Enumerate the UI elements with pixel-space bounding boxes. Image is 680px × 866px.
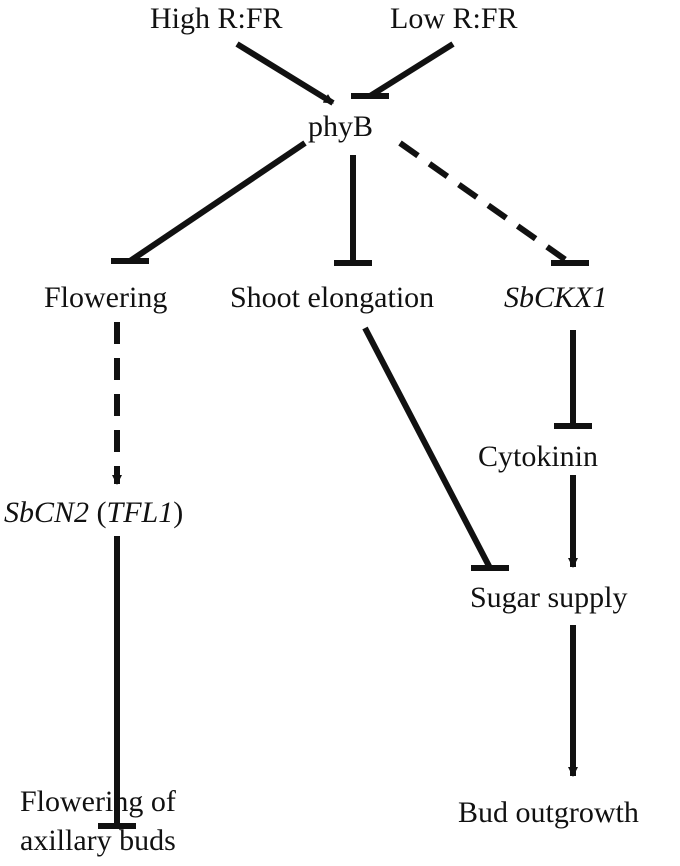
node-sugar-supply: Sugar supply: [470, 581, 628, 614]
edge-shoot-elongation-to-sugar-supply: [362, 326, 493, 570]
node-flowering: Flowering: [44, 281, 168, 314]
node-sbckx1: SbCKX1: [504, 281, 608, 314]
tfl1-text: TFL1: [106, 496, 174, 529]
node-flowering-axillary-line2: axillary buds: [20, 824, 176, 857]
paren-close: ): [173, 496, 184, 529]
node-high-rfr: High R:FR: [150, 2, 283, 35]
sbcn2-text: SbCN2: [4, 496, 90, 529]
edge-phyb-to-flowering: [128, 140, 307, 264]
edge-low-rfr-to-phyb: [368, 41, 455, 99]
node-phyb: phyB: [308, 110, 374, 143]
node-shoot-elongation: Shoot elongation: [230, 281, 435, 314]
node-cytokinin: Cytokinin: [478, 440, 599, 473]
node-sbcn2-tfl1: SbCN2 (TFL1): [4, 498, 183, 528]
node-bud-outgrowth: Bud outgrowth: [458, 796, 639, 829]
node-flowering-axillary-line1: Flowering of: [20, 785, 176, 818]
edge-phyb-to-sbckx1: [398, 140, 572, 266]
node-low-rfr: Low R:FR: [390, 2, 518, 35]
paren-open: (: [89, 496, 107, 529]
edge-high-rfr-to-phyb: [235, 41, 335, 106]
